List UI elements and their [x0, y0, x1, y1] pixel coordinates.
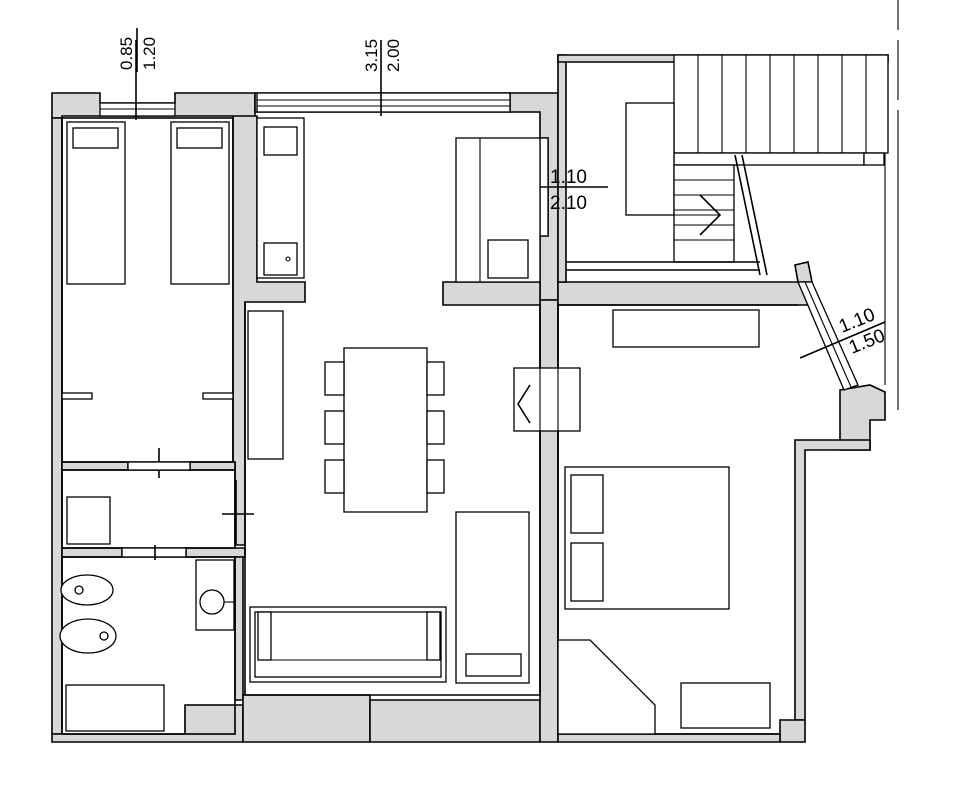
wall-bottom-right — [557, 733, 781, 743]
window-living — [256, 92, 511, 113]
chair-icon — [324, 459, 345, 494]
pillow-icon — [570, 474, 604, 534]
wall-partition-1 — [61, 461, 129, 471]
window-bedroom-right-marker — [799, 321, 886, 359]
wall-bath-right — [234, 556, 244, 701]
wall-kitchen-bottom — [442, 281, 541, 306]
stairs — [566, 54, 889, 276]
wardrobe — [612, 309, 760, 348]
wall-partition-2 — [61, 547, 123, 558]
washing-machine — [66, 496, 111, 545]
sofa-arm-right — [426, 611, 441, 661]
door-frame-bedroom-left — [127, 461, 191, 471]
stair-lower-flight — [673, 164, 735, 263]
sink-icon — [263, 242, 298, 276]
sink-icon — [199, 589, 225, 615]
windows — [99, 40, 886, 391]
stair-upper-flight — [673, 54, 889, 154]
toilet-icon — [59, 618, 117, 654]
stair-handrail — [734, 154, 761, 276]
wall-right — [794, 439, 871, 721]
pillow-icon — [176, 127, 223, 149]
desk — [680, 682, 771, 729]
dim-living-width: 3.15 — [362, 39, 381, 72]
wall-partition-1b — [189, 461, 236, 471]
sideboard — [247, 310, 284, 460]
wall-center — [539, 299, 559, 743]
sofa-arm-left — [257, 611, 272, 661]
wall-right-upper — [794, 261, 813, 283]
pillow-icon — [72, 127, 119, 149]
wardrobe-stub-right — [202, 392, 234, 400]
single-bed-1 — [66, 121, 126, 285]
corner-cabinet — [557, 639, 656, 735]
dim-kitchen-height: 2.10 — [550, 193, 587, 214]
dim-kitchen-width: 1.10 — [550, 167, 587, 188]
stair-direction-arrow-icon — [699, 194, 722, 236]
hall-furniture — [66, 461, 254, 560]
stove-icon — [263, 126, 298, 156]
wardrobe-stub-left — [61, 392, 93, 400]
wall-partition-2b — [185, 547, 246, 558]
dimension-labels: 0.85 1.20 3.15 2.00 1.10 2.10 1.10 1.50 — [117, 28, 888, 359]
bedroom-left-furniture — [61, 121, 234, 478]
wall-bottom-living — [242, 694, 371, 743]
door-bedroom-right — [513, 367, 581, 432]
pillow-icon — [465, 653, 522, 677]
chair-icon — [324, 410, 345, 445]
dim-bedroom-left-width: 0.85 — [117, 37, 136, 70]
living-outline — [244, 302, 541, 696]
stair-landing-rail — [673, 152, 865, 166]
chair-icon — [426, 459, 445, 494]
chair-icon — [426, 410, 445, 445]
window-bedroom-right — [797, 281, 859, 391]
bathroom-fixtures — [59, 559, 236, 735]
door-frame-bath — [121, 547, 187, 558]
building-edge — [884, 0, 899, 410]
wall-stairs-bottom — [557, 281, 812, 306]
dining-table — [343, 347, 428, 513]
living-furniture — [247, 117, 581, 684]
dim-living-height: 2.00 — [384, 39, 403, 72]
chair-icon — [426, 361, 445, 396]
pillow-icon — [570, 542, 604, 602]
bidet-icon — [60, 574, 114, 606]
wall-left — [51, 117, 63, 735]
dim-bedroom-left-height: 1.20 — [140, 37, 159, 70]
wall-bottom-living-2 — [369, 699, 541, 743]
wall-right-bottom — [779, 719, 806, 743]
single-bed-2 — [170, 121, 230, 285]
bathtub-icon — [65, 684, 165, 732]
bedroom-right-furniture — [557, 309, 771, 735]
fridge-icon — [487, 239, 529, 279]
stair-landing — [625, 102, 675, 216]
chair-icon — [324, 361, 345, 396]
door-swing-arrow-icon — [517, 384, 531, 424]
